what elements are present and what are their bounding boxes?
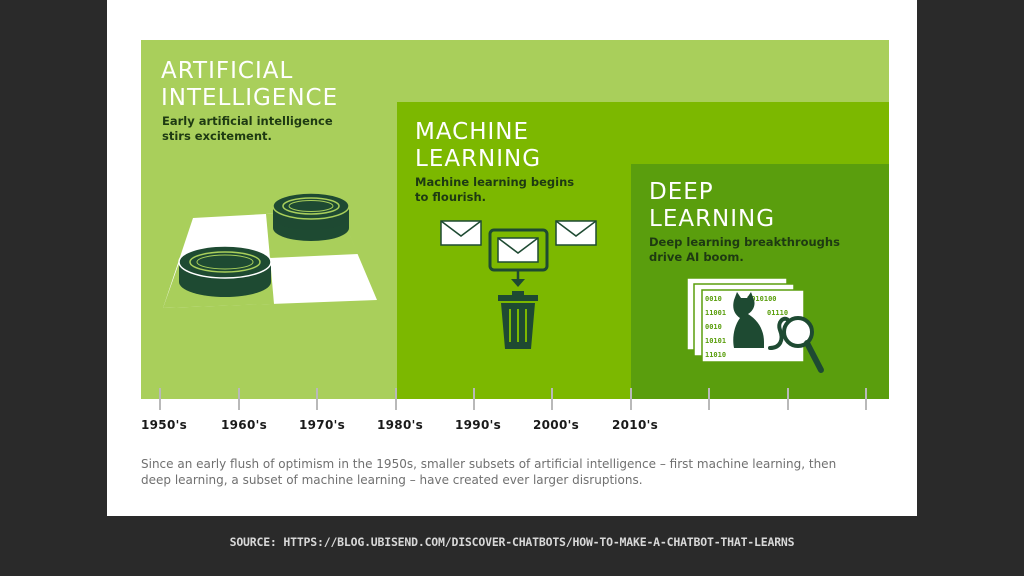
infographic-slide: ARTIFICIAL INTELLIGENCE Early artificial… bbox=[107, 0, 917, 516]
checker-piece-icon bbox=[272, 192, 350, 241]
timeline-label-2010s: 2010's bbox=[612, 418, 659, 432]
timeline-label-1970s: 1970's bbox=[299, 418, 346, 432]
envelope-icon bbox=[555, 220, 597, 246]
panel-title-ai: ARTIFICIAL INTELLIGENCE bbox=[161, 58, 339, 111]
timeline-label-1990s: 1990's bbox=[455, 418, 502, 432]
svg-text:11010: 11010 bbox=[705, 351, 726, 359]
timeline-tick bbox=[865, 388, 867, 410]
binary-text: 0010 bbox=[705, 295, 722, 303]
trash-can-icon bbox=[498, 291, 538, 349]
timeline-tick bbox=[395, 388, 397, 410]
svg-text:01110: 01110 bbox=[767, 309, 788, 317]
timeline-label-1960s: 1960's bbox=[221, 418, 268, 432]
timeline-label-2000s: 2000's bbox=[533, 418, 580, 432]
timeline-tick bbox=[551, 388, 553, 410]
caption-text: Since an early flush of optimism in the … bbox=[141, 457, 837, 487]
panel-title-ml: MACHINE LEARNING bbox=[415, 119, 542, 172]
timeline-tick bbox=[473, 388, 475, 410]
panel-description-dl: Deep learning breakthroughs drive AI boo… bbox=[649, 235, 840, 264]
svg-text:0010: 0010 bbox=[705, 323, 722, 331]
timeline-tick bbox=[708, 388, 710, 410]
timeline-tick bbox=[316, 388, 318, 410]
svg-text:10101: 10101 bbox=[705, 337, 726, 345]
timeline-tick bbox=[787, 388, 789, 410]
checker-piece-icon bbox=[178, 245, 272, 297]
panel-description-ai: Early artificial intelligence stirs exci… bbox=[162, 114, 333, 143]
envelope-icon bbox=[488, 228, 549, 287]
timeline-label-1950s: 1950's bbox=[141, 418, 188, 432]
svg-text:11001: 11001 bbox=[705, 309, 726, 317]
timeline-tick bbox=[159, 388, 161, 410]
svg-text:1010100: 1010100 bbox=[747, 295, 777, 303]
panel-description-ml: Machine learning begins to flourish. bbox=[415, 175, 575, 204]
cat-icon bbox=[733, 292, 790, 350]
timeline-label-1980s: 1980's bbox=[377, 418, 424, 432]
source-credit: SOURCE: HTTPS://BLOG.UBISEND.COM/DISCOVE… bbox=[229, 535, 795, 549]
envelope-icon bbox=[440, 220, 482, 246]
magnifier-icon bbox=[782, 316, 824, 373]
panel-title-dl: DEEP LEARNING bbox=[649, 179, 776, 232]
illustration-layer: 0010 1010100 11001 01110 0010 10101 1101… bbox=[163, 192, 824, 373]
timeline-tick bbox=[238, 388, 240, 410]
timeline-tick bbox=[630, 388, 632, 410]
